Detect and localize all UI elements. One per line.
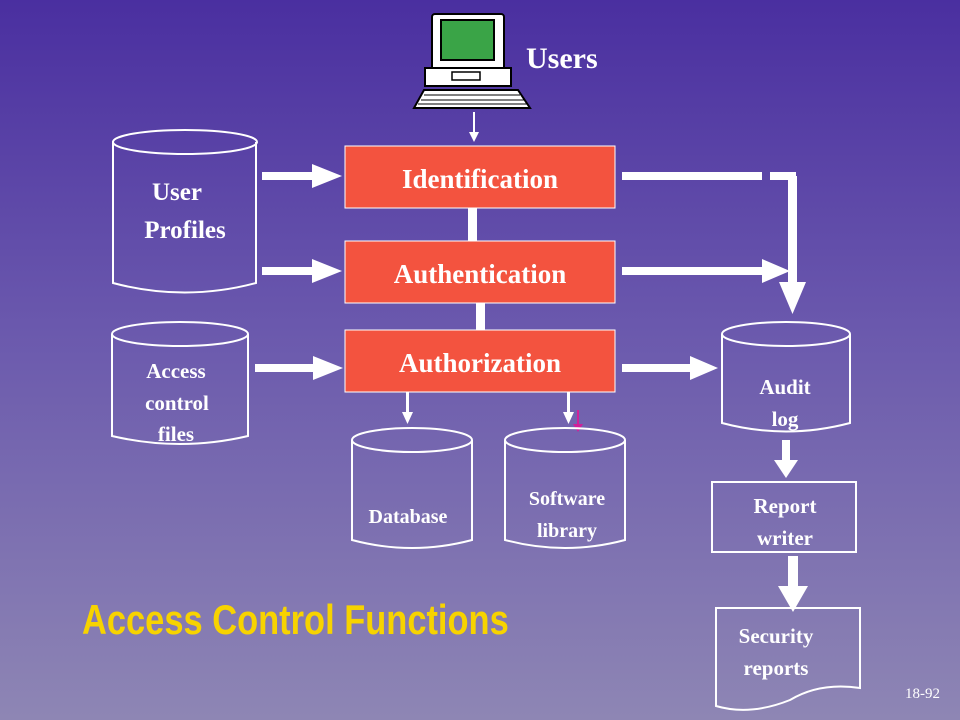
- access-control-files-label-2: control: [145, 391, 209, 415]
- report-writer-label-1: Report: [754, 494, 817, 518]
- audit-log-label-2: log: [772, 407, 799, 431]
- arrow-identification-to-audit: [622, 172, 806, 314]
- connector-identification-authentication: [468, 208, 477, 241]
- arrow-authorization-to-database: [402, 392, 413, 424]
- slide-number: 18-92: [905, 686, 940, 702]
- security-reports-label-2: reports: [744, 656, 809, 680]
- user-profiles-label-2: Profiles: [144, 217, 226, 244]
- security-reports-label-1: Security: [739, 624, 814, 648]
- arrow-profiles-to-authentication: [262, 259, 342, 283]
- access-control-files-store: Access control files: [111, 321, 249, 446]
- arrow-profiles-to-identification: [262, 164, 342, 188]
- arrow-access-files-to-authorization: [255, 356, 343, 380]
- report-writer-box: Report writer: [711, 481, 857, 553]
- security-reports-document: Security reports: [715, 607, 861, 711]
- database-label: Database: [369, 506, 448, 528]
- connector-authentication-authorization: [476, 303, 485, 330]
- identification-box: Identification: [344, 145, 616, 209]
- identification-label: Identification: [402, 164, 558, 194]
- audit-log-label-1: Audit: [759, 375, 810, 399]
- authentication-label: Authentication: [394, 259, 567, 289]
- slide-title: Access Control Functions: [82, 596, 509, 643]
- arrow-audit-to-report-writer: [774, 440, 798, 478]
- database-store: Database: [351, 427, 473, 549]
- authorization-label: Authorization: [399, 348, 561, 378]
- access-control-files-label-1: Access: [146, 359, 205, 383]
- arrow-authorization-to-software-library: [563, 392, 583, 432]
- authentication-box: Authentication: [344, 240, 616, 304]
- user-profiles-store: User Profiles: [112, 129, 258, 294]
- computer-icon: [412, 13, 532, 109]
- audit-log-store: Audit log: [721, 321, 851, 433]
- users-label: Users: [526, 42, 598, 75]
- arrow-report-to-security-reports: [778, 556, 808, 612]
- software-library-label-1: Software: [529, 488, 605, 510]
- arrow-authorization-to-audit: [622, 356, 718, 380]
- access-control-files-label-3: files: [158, 422, 194, 446]
- software-library-label-2: library: [537, 520, 597, 542]
- authorization-box: Authorization: [344, 329, 616, 393]
- arrow-authentication-to-audit: [622, 259, 790, 283]
- report-writer-label-2: writer: [757, 526, 813, 550]
- software-library-store: Software library: [504, 427, 626, 549]
- user-profiles-label-1: User: [152, 179, 202, 206]
